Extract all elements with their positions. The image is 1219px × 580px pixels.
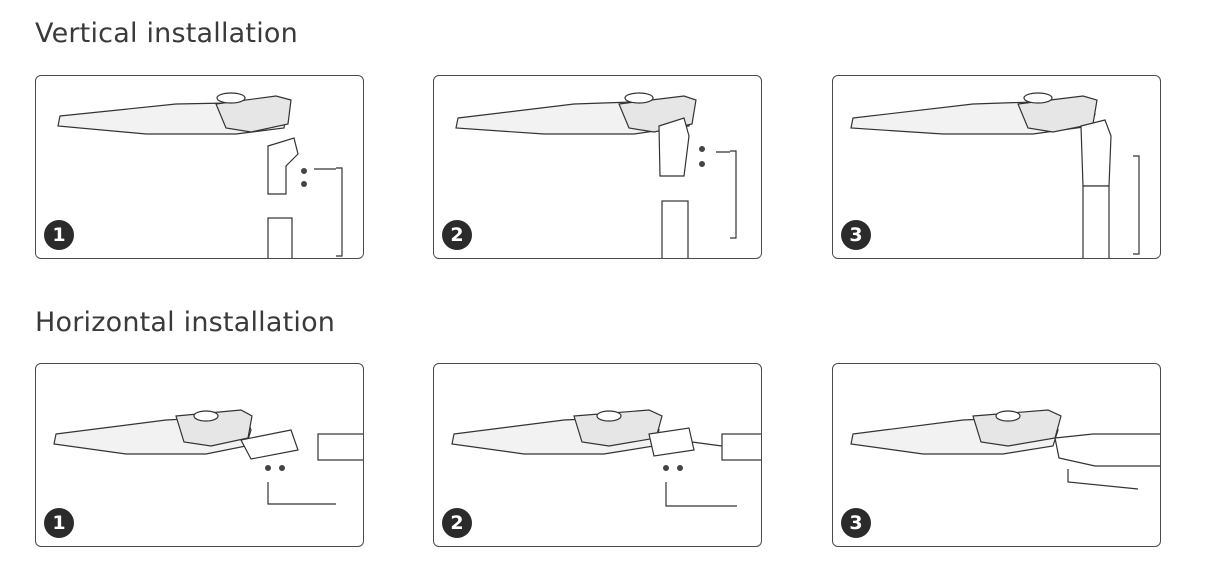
vertical-step-3-illustration — [850, 92, 1140, 258]
step-number-badge: 2 — [442, 220, 472, 250]
step-number-badge: 3 — [841, 508, 871, 538]
horizontal-step-3-illustration — [850, 409, 1160, 490]
horizontal-step-1-illustration — [53, 409, 363, 505]
vertical-step-2-illustration — [455, 92, 737, 258]
step-number-badge: 3 — [841, 220, 871, 250]
vertical-step-2-panel: 2 — [433, 75, 762, 259]
horizontal-step-3-panel: 3 — [832, 363, 1161, 547]
vertical-step-1-panel: 1 — [35, 75, 364, 259]
vertical-step-1-illustration — [57, 92, 343, 258]
horizontal-step-2-illustration — [451, 409, 761, 507]
step-number-badge: 1 — [44, 220, 74, 250]
horizontal-step-1-panel: 1 — [35, 363, 364, 547]
section-title-vertical: Vertical installation — [35, 18, 298, 49]
section-title-horizontal: Horizontal installation — [35, 307, 336, 338]
step-number-badge: 1 — [44, 508, 74, 538]
step-number-badge: 2 — [442, 508, 472, 538]
horizontal-step-2-panel: 2 — [433, 363, 762, 547]
vertical-step-3-panel: 3 — [832, 75, 1161, 259]
